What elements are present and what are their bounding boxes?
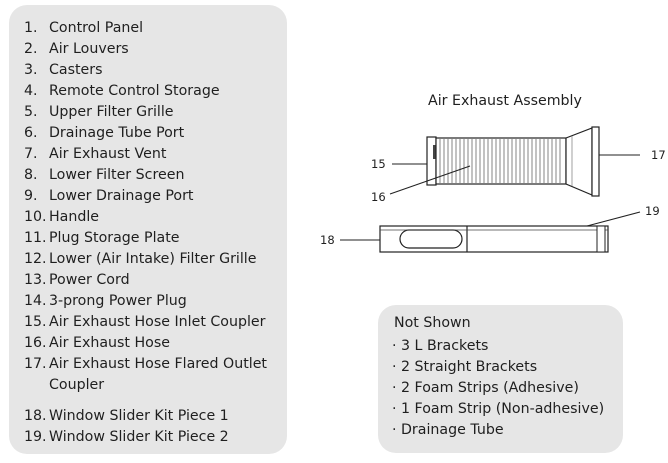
- not-shown-item: ·Drainage Tube: [392, 422, 504, 438]
- part-item-5: 5.Upper Filter Grille: [24, 104, 174, 120]
- not-shown-panel: Not Shown ·3 L Brackets ·2 Straight Brac…: [378, 305, 623, 453]
- not-shown-item: ·3 L Brackets: [392, 338, 489, 354]
- exhaust-hose-drawing: [435, 137, 567, 185]
- part-item-16: 16.Air Exhaust Hose: [24, 335, 170, 351]
- callout-18: 18: [320, 233, 335, 247]
- not-shown-title: Not Shown: [394, 315, 471, 331]
- part-item-10: 10.Handle: [24, 209, 100, 225]
- callout-17: 17: [651, 148, 666, 162]
- part-item-7: 7.Air Exhaust Vent: [24, 146, 167, 162]
- callout-leaders: [340, 154, 641, 241]
- part-item-17: 17.Air Exhaust Hose Flared Outlet Couple…: [24, 356, 267, 393]
- callout-16: 16: [371, 190, 386, 204]
- assembly-title: Air Exhaust Assembly: [428, 93, 582, 109]
- callout-15: 15: [371, 157, 386, 171]
- part-item-11: 11.Plug Storage Plate: [24, 230, 180, 246]
- part-item-18: 18.Window Slider Kit Piece 1: [24, 408, 229, 424]
- part-item-12: 12.Lower (Air Intake) Filter Grille: [24, 251, 257, 267]
- window-slider-kit-drawing: [379, 225, 609, 253]
- part-item-1: 1.Control Panel: [24, 20, 144, 36]
- part-item-15: 15.Air Exhaust Hose Inlet Coupler: [24, 314, 266, 330]
- callout-19: 19: [645, 204, 660, 218]
- flared-outlet-coupler-drawing: [565, 126, 600, 197]
- not-shown-item: ·2 Straight Brackets: [392, 359, 538, 375]
- part-item-14: 14.3-prong Power Plug: [24, 293, 187, 309]
- part-item-6: 6.Drainage Tube Port: [24, 125, 185, 141]
- not-shown-list: ·3 L Brackets ·2 Straight Brackets ·2 Fo…: [392, 336, 604, 441]
- part-item-4: 4.Remote Control Storage: [24, 83, 220, 99]
- part-item-9: 9.Lower Drainage Port: [24, 188, 194, 204]
- part-item-19: 19.Window Slider Kit Piece 2: [24, 429, 229, 445]
- parts-list: 1.Control Panel 2.Air Louvers 3.Casters …: [24, 18, 279, 448]
- part-item-13: 13.Power Cord: [24, 272, 130, 288]
- part-item-8: 8.Lower Filter Screen: [24, 167, 185, 183]
- not-shown-item: ·1 Foam Strip (Non-adhesive): [392, 401, 605, 417]
- not-shown-item: ·2 Foam Strips (Adhesive): [392, 380, 579, 396]
- part-item-2: 2.Air Louvers: [24, 41, 129, 57]
- parts-list-panel: 1.Control Panel 2.Air Louvers 3.Casters …: [9, 5, 287, 454]
- part-item-3: 3.Casters: [24, 62, 103, 78]
